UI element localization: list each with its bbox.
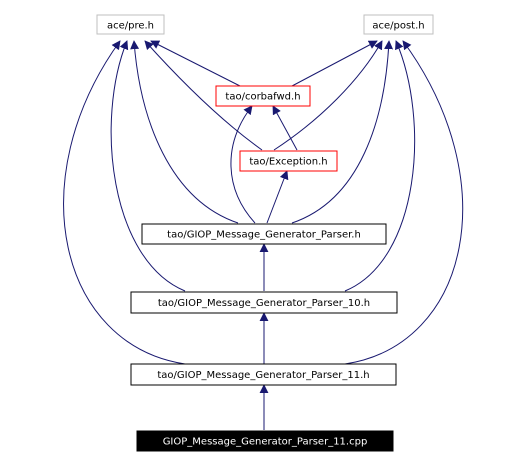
node-tao-exception-label: tao/Exception.h	[249, 157, 327, 168]
edge-corbafwd-post	[291, 40, 378, 87]
node-tao-exception[interactable]: tao/Exception.h	[239, 150, 338, 172]
node-ace-post-label: ace/post.h	[372, 21, 424, 32]
edge-exception-post	[273, 40, 383, 151]
edge-parser10-post	[344, 40, 416, 292]
node-ace-post[interactable]: ace/post.h	[363, 14, 434, 35]
node-root-cpp: GIOP_Message_Generator_Parser_11.cpp	[136, 430, 394, 452]
edge-parser11-post	[344, 40, 464, 365]
edge-parser-exception	[266, 170, 289, 224]
node-giop-parser[interactable]: tao/GIOP_Message_Generator_Parser.h	[141, 223, 387, 245]
edge-corbafwd-pre	[150, 40, 241, 87]
node-giop-parser-label: tao/GIOP_Message_Generator_Parser.h	[167, 230, 361, 241]
node-root-cpp-label: GIOP_Message_Generator_Parser_11.cpp	[163, 437, 368, 448]
node-tao-corbafwd[interactable]: tao/corbafwd.h	[215, 85, 311, 107]
edge-parser-pre	[130, 40, 239, 224]
edges	[63, 40, 464, 430]
node-giop-parser-10[interactable]: tao/GIOP_Message_Generator_Parser_10.h	[130, 291, 398, 314]
edge-parser-post	[291, 40, 394, 224]
edge-parser10-pre	[110, 40, 186, 292]
edge-parser-corbafwd	[230, 105, 256, 224]
edge-parser11-pre	[63, 40, 186, 365]
node-giop-parser-10-label: tao/GIOP_Message_Generator_Parser_10.h	[158, 298, 370, 309]
edge-exception-pre	[144, 40, 263, 151]
node-ace-pre[interactable]: ace/pre.h	[96, 14, 165, 35]
edge-exception-corbafwd	[272, 105, 298, 151]
node-giop-parser-11-label: tao/GIOP_Message_Generator_Parser_11.h	[157, 370, 369, 381]
node-ace-pre-label: ace/pre.h	[107, 21, 154, 32]
node-tao-corbafwd-label: tao/corbafwd.h	[225, 92, 300, 103]
node-giop-parser-11[interactable]: tao/GIOP_Message_Generator_Parser_11.h	[130, 363, 397, 386]
